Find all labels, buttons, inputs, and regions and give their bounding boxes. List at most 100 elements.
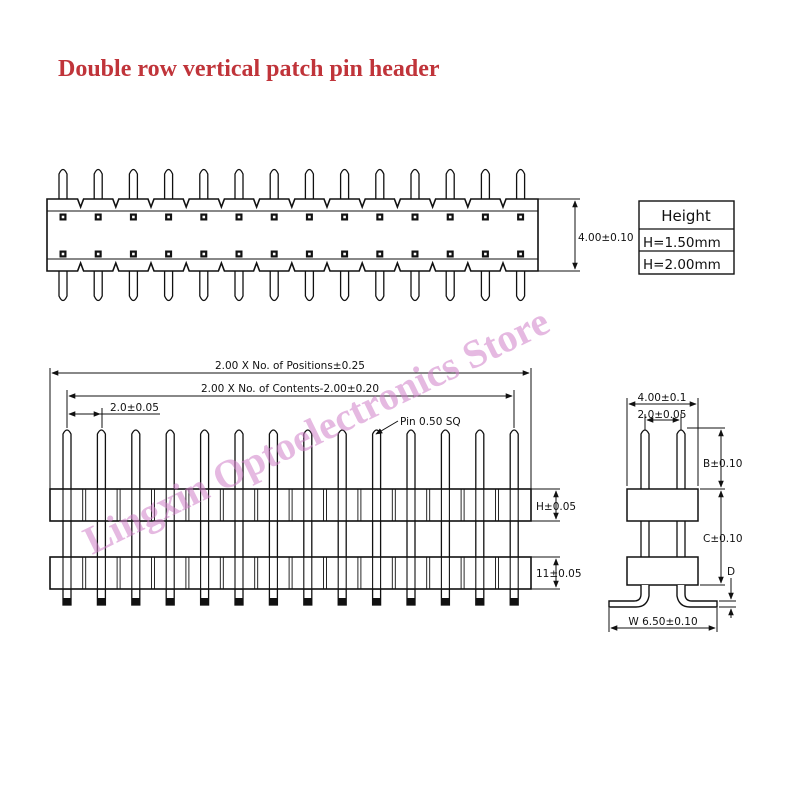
front-pin-tip: [62, 429, 72, 489]
top-pin-upper: [163, 168, 174, 201]
top-pin-upper: [199, 168, 209, 201]
top-pin-square-center: [448, 252, 452, 256]
front-view-dimensions: 2.00 X No. of Positions±0.25 2.00 X No. …: [49, 360, 582, 590]
top-pin-lower: [234, 269, 244, 302]
top-pin-square-center: [484, 252, 487, 256]
front-pin-tip: [406, 429, 416, 489]
top-pin-square-center: [61, 215, 65, 219]
front-lower-housing: [49, 556, 532, 590]
top-pin-square-center: [519, 215, 522, 219]
height-table-row-2: H=2.00mm: [643, 257, 721, 273]
front-pin-tip: [234, 429, 244, 489]
top-housing: [46, 198, 539, 272]
front-pin-tip: [475, 429, 485, 489]
height-table-row-1: H=1.50mm: [643, 235, 721, 251]
top-pin-square-center: [132, 215, 135, 219]
pin-size-label: Pin 0.50 SQ: [400, 416, 461, 428]
front-pin-tip: [440, 429, 451, 489]
top-pin-upper: [93, 168, 103, 201]
top-pin-square-center: [167, 252, 170, 256]
top-pin-square-center: [378, 252, 382, 256]
top-pin-square-center: [413, 252, 417, 256]
top-pin-lower: [58, 269, 68, 302]
top-pin-lower: [269, 269, 279, 302]
top-pin-upper: [375, 168, 385, 201]
front-pin-lead-foot: [303, 598, 312, 605]
top-view-height-dimension: 4.00±0.10: [538, 198, 634, 272]
front-pin-lead-foot: [97, 598, 106, 605]
front-pin-lead-foot: [166, 598, 175, 605]
top-pin-square-center: [378, 215, 382, 219]
front-pin-lead-foot: [269, 598, 278, 605]
height-table-header: Height: [661, 207, 711, 225]
top-pin-lower: [410, 269, 420, 302]
top-pin-square-center: [96, 215, 100, 219]
side-view-smt-lead-left: [608, 585, 650, 608]
top-pin-lower: [480, 269, 491, 302]
top-pin-square-center: [272, 215, 276, 219]
top-view-height-label: 4.00±0.10: [578, 232, 634, 244]
front-pin-lead-foot: [510, 598, 519, 605]
side-dim-width-top-label: 4.00±0.1: [638, 392, 687, 404]
top-pin-upper: [515, 168, 526, 201]
front-pin-lead-foot: [441, 598, 450, 605]
front-pin-lead-foot: [200, 598, 209, 605]
side-dim-b-label: B±0.10: [703, 458, 742, 470]
top-pin-lower: [445, 269, 455, 302]
front-pin-tip: [509, 429, 519, 489]
front-pin-lead-foot: [131, 598, 140, 605]
side-view-upper-housing: [626, 488, 699, 522]
top-pin-square-center: [308, 252, 311, 256]
front-pin-lead-foot: [372, 598, 381, 605]
front-pin-tip: [96, 429, 107, 489]
page-title: Double row vertical patch pin header: [58, 56, 440, 82]
top-pin-square-center: [237, 215, 241, 219]
front-pin-tip: [268, 429, 279, 489]
side-dim-c-label: C±0.10: [703, 533, 743, 545]
side-view-lower-housing: [626, 556, 699, 586]
top-pin-lower: [163, 269, 174, 302]
side-dim-d-label: D: [727, 566, 735, 578]
top-pin-square-center: [167, 215, 170, 219]
front-upper-housing: [49, 488, 532, 522]
top-pin-upper: [234, 168, 244, 201]
top-pin-upper: [339, 168, 350, 201]
dim-contents-label: 2.00 X No. of Contents-2.00±0.20: [201, 383, 379, 395]
top-pin-square-center: [237, 252, 241, 256]
top-view: [46, 168, 539, 302]
top-pin-square-center: [343, 252, 346, 256]
top-pin-square-center: [343, 215, 346, 219]
top-pin-lower: [93, 269, 103, 302]
dim-positions-label: 2.00 X No. of Positions±0.25: [215, 360, 365, 372]
front-view: [49, 429, 532, 606]
dim-11-label: 11±0.05: [536, 568, 582, 580]
top-pin-square-center: [519, 252, 522, 256]
top-pin-upper: [269, 168, 279, 201]
top-pin-square-center: [96, 252, 100, 256]
front-pin-tip: [131, 429, 141, 489]
top-pin-lower: [339, 269, 350, 302]
front-pin-lead-foot: [338, 598, 347, 605]
top-pin-upper: [304, 168, 315, 201]
front-pin-lead-foot: [475, 598, 484, 605]
front-pin-lead-foot: [235, 598, 243, 605]
top-pin-upper: [128, 168, 139, 201]
dim-h-label: H±0.05: [536, 501, 576, 513]
dim-pitch-label: 2.0±0.05: [110, 402, 159, 414]
front-pin-tip: [165, 429, 175, 489]
side-view: [608, 429, 718, 608]
top-pin-lower: [375, 269, 385, 302]
top-pin-upper: [480, 168, 491, 201]
top-pin-lower: [199, 269, 209, 302]
top-pin-upper: [410, 168, 420, 201]
side-view-smt-lead-right: [676, 585, 718, 608]
top-pin-upper: [445, 168, 455, 201]
top-pin-square-center: [448, 215, 452, 219]
front-pin-tip: [337, 429, 347, 489]
top-pin-square-center: [132, 252, 135, 256]
top-pin-square-center: [202, 252, 206, 256]
top-pin-square-center: [484, 215, 487, 219]
front-pin-tip: [303, 429, 313, 489]
